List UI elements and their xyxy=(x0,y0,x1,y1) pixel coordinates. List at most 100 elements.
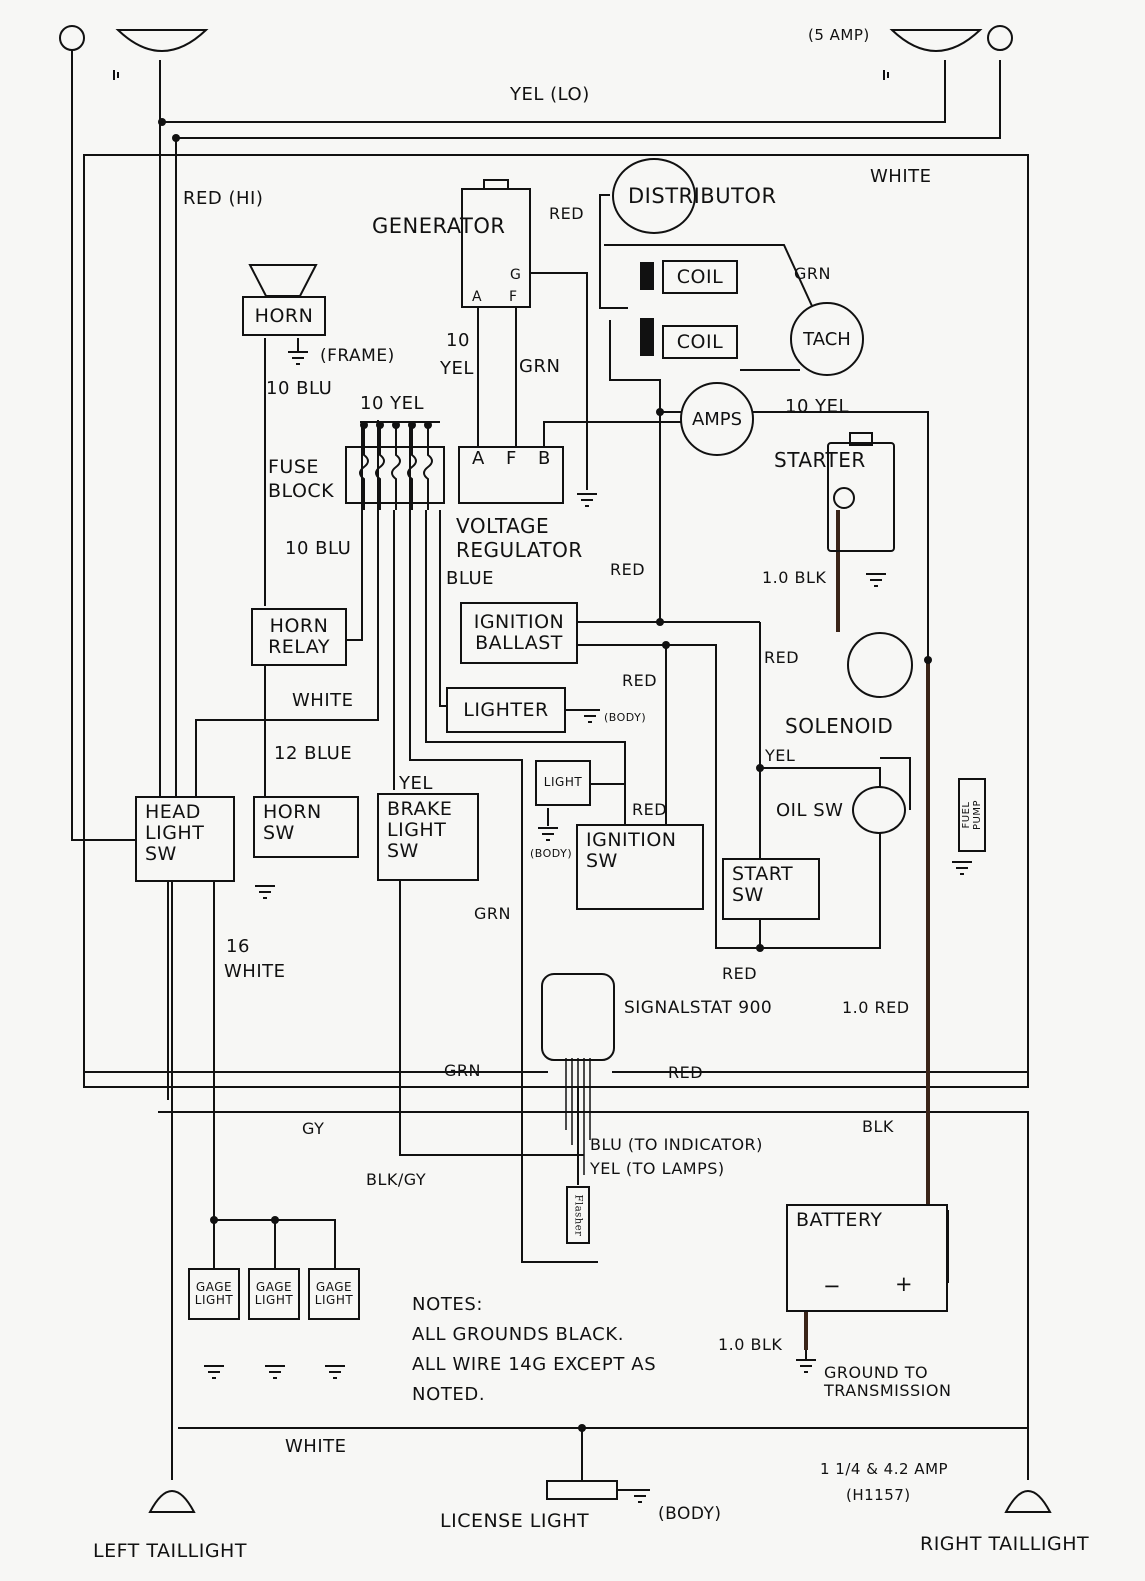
fuse-block-label: FUSE BLOCK xyxy=(268,456,335,502)
tach-gauge: TACH xyxy=(790,302,864,376)
wire-label-5-amp: (5 AMP) xyxy=(808,26,870,44)
wire-label-grn-gen: GRN xyxy=(519,356,561,377)
wire-left-lamp xyxy=(71,50,135,841)
horn-bell xyxy=(248,264,318,297)
wire-label-16: 16 xyxy=(226,936,250,957)
notes-line-2: ALL WIRE 14G EXCEPT AS xyxy=(412,1354,657,1375)
tach-label: TACH xyxy=(803,328,851,350)
notes-line-3: NOTED. xyxy=(412,1384,486,1405)
ground-symbol xyxy=(325,1365,345,1379)
license-light-label: LICENSE LIGHT xyxy=(440,1510,590,1532)
taillight-left xyxy=(148,1490,196,1513)
wire-dist-tach xyxy=(604,244,813,307)
wire-label-blue: BLUE xyxy=(446,568,495,589)
left-taillight-label: LEFT TAILLIGHT xyxy=(93,1540,247,1562)
wire-label-red-hi: RED (HI) xyxy=(183,188,264,209)
wire-label-red-sol: RED xyxy=(764,648,800,667)
wire-label-body-light: (BODY) xyxy=(530,847,573,860)
gage-light-3-label: GAGE LIGHT xyxy=(314,1279,354,1307)
wire-label-blk: BLK xyxy=(862,1117,894,1136)
distributor-cap xyxy=(612,158,696,234)
coil-2-label: COIL xyxy=(676,330,724,353)
battery: BATTERY xyxy=(786,1204,948,1312)
wire-label-yel-lo: YEL (LO) xyxy=(510,84,590,105)
coil-2: COIL xyxy=(662,325,738,359)
generator-terminal-g: G xyxy=(510,267,522,283)
ground-symbol xyxy=(883,70,889,80)
ignition-sw-label: IGNITION SW xyxy=(586,829,677,872)
wire-blk-gy xyxy=(399,880,584,1156)
wire-label-red-bottom: RED xyxy=(668,1063,704,1082)
wire-oil-fuel xyxy=(880,757,911,810)
starter-terminal xyxy=(833,487,855,509)
distributor-label: DISTRIBUTOR xyxy=(628,184,777,208)
notes-line-1: ALL GROUNDS BLACK. xyxy=(412,1324,625,1345)
ground-symbol xyxy=(577,493,597,507)
wire-label-yel-oil: YEL xyxy=(765,746,796,765)
voltage-regulator-label: VOLTAGE REGULATOR xyxy=(456,514,583,562)
brake-light-switch[interactable]: BRAKE LIGHT SW xyxy=(377,793,479,881)
wire-gen-g xyxy=(530,272,588,490)
ground-symbol xyxy=(952,861,972,875)
gage-light-2-label: GAGE LIGHT xyxy=(254,1279,294,1307)
ground-symbol xyxy=(255,885,275,899)
wire-label-white-top: WHITE xyxy=(870,166,932,187)
solenoid-label: SOLENOID xyxy=(785,714,894,738)
wire-label-grn-bottom: GRN xyxy=(444,1061,481,1080)
wire-label-blu-indicator: BLU (TO INDICATOR) xyxy=(590,1135,763,1154)
wire-reg-b xyxy=(543,421,690,446)
solenoid-body xyxy=(847,632,913,698)
ignition-switch[interactable]: IGNITION SW xyxy=(576,824,704,910)
battery-pos-label: + xyxy=(895,1272,914,1296)
wire-solenoid-red xyxy=(759,622,881,949)
wire-gage-bus xyxy=(214,1219,336,1268)
wire-yel-lo xyxy=(162,60,946,123)
battery-neg-label: − xyxy=(823,1274,842,1298)
ground-symbol xyxy=(580,709,600,723)
notes-block: NOTES: ALL GROUNDS BLACK. ALL WIRE 14G E… xyxy=(412,1290,656,1410)
wire-label-gy: GY xyxy=(302,1119,325,1138)
head-light-switch[interactable]: HEAD LIGHT SW xyxy=(135,796,235,882)
wire-label-body-license: (BODY) xyxy=(658,1504,722,1524)
start-switch[interactable]: START SW xyxy=(722,858,820,920)
wire-white-relay xyxy=(195,420,379,800)
ground-symbol xyxy=(113,70,119,80)
gage-light-2: GAGE LIGHT xyxy=(248,1268,300,1320)
wire-label-white-bottom: WHITE xyxy=(285,1436,347,1457)
horn-label: HORN xyxy=(254,304,314,327)
gage-light-3: GAGE LIGHT xyxy=(308,1268,360,1320)
taillight-right xyxy=(1004,1490,1052,1513)
battery-label: BATTERY xyxy=(796,1209,883,1231)
wire-label-yel-brake: YEL xyxy=(399,773,433,794)
wire-label-1-blk-batt: 1.0 BLK xyxy=(718,1335,783,1354)
license-light-lamp xyxy=(546,1480,618,1500)
voltage-regulator xyxy=(458,446,564,504)
coil-1: COIL xyxy=(662,260,738,294)
wire-label-1-red: 1.0 RED xyxy=(842,998,910,1017)
wire-label-red-start: RED xyxy=(722,964,758,983)
ground-symbol xyxy=(288,351,308,365)
starter-label: STARTER xyxy=(774,448,866,472)
oil-switch xyxy=(852,786,906,834)
wire-label-10-gen: 10 xyxy=(446,330,470,351)
generator xyxy=(461,188,531,308)
wire-label-white-relay: WHITE xyxy=(292,690,354,711)
light: LIGHT xyxy=(535,760,591,806)
wire-ballast-2 xyxy=(578,644,760,949)
wire-label-10-yel-fuse: 10 YEL xyxy=(360,393,425,414)
wire-label-grn-mid: GRN xyxy=(474,904,511,923)
horn-switch[interactable]: HORN SW xyxy=(253,796,359,858)
wire-label-yel-lamps: YEL (TO LAMPS) xyxy=(590,1159,725,1178)
regulator-terminal-a: A xyxy=(472,448,485,469)
wire-label-blk-gy: BLK/GY xyxy=(366,1170,427,1189)
head-light-sw-label: HEAD LIGHT SW xyxy=(145,801,205,865)
wire-label-yel-gen: YEL xyxy=(440,358,474,379)
horn-sw-label: HORN SW xyxy=(263,801,322,844)
wire-label-frame: (FRAME) xyxy=(320,346,395,366)
oil-sw-label: OIL SW xyxy=(776,800,844,821)
ground-symbol xyxy=(796,1359,816,1373)
ground-symbol xyxy=(630,1489,650,1503)
headlamp-right xyxy=(889,29,983,52)
ground-symbol xyxy=(538,827,558,841)
generator-terminal-a: A xyxy=(472,289,483,305)
